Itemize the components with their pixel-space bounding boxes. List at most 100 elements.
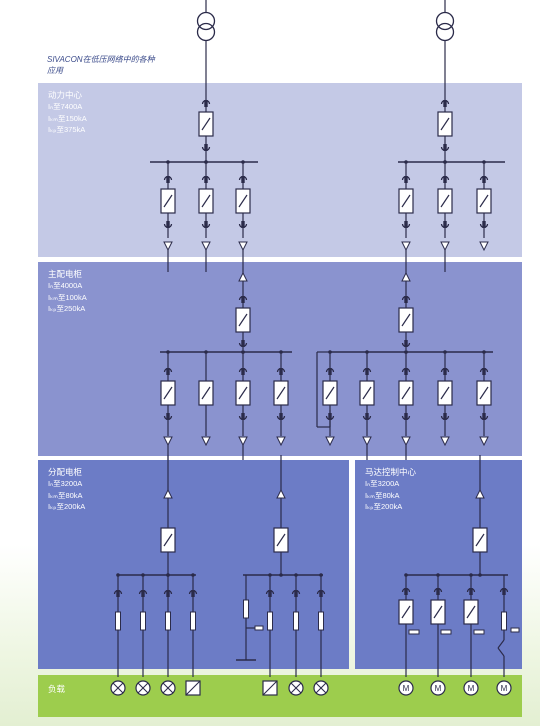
draw-out-contact bbox=[325, 367, 335, 375]
draw-out-contact bbox=[440, 144, 450, 152]
contact-pin bbox=[294, 590, 298, 597]
draw-out-contact bbox=[201, 99, 211, 107]
contact-pin bbox=[204, 100, 208, 107]
contact-pin bbox=[204, 221, 208, 228]
circuit-breaker bbox=[398, 380, 414, 406]
fuse bbox=[115, 611, 121, 631]
breaker-blade bbox=[276, 533, 286, 547]
circuit-breaker bbox=[398, 307, 414, 333]
breaker-blade bbox=[475, 533, 485, 547]
motor-control-spec-1: Iₙ至3200A bbox=[365, 479, 400, 488]
draw-out-contact bbox=[362, 367, 372, 375]
fuse bbox=[140, 611, 146, 631]
contact-pin bbox=[443, 413, 447, 420]
breaker-blade bbox=[276, 386, 286, 400]
draw-out-contact bbox=[499, 587, 509, 595]
circuit-breaker bbox=[476, 188, 492, 214]
circuit-breaker bbox=[398, 188, 414, 214]
lamp-cross bbox=[137, 682, 149, 694]
power-center-spec-1: Iₙ至7400A bbox=[48, 102, 83, 111]
draw-out-contact bbox=[401, 340, 411, 348]
junction-dot bbox=[166, 350, 170, 354]
contact-pin bbox=[436, 588, 440, 595]
contact-pin bbox=[319, 590, 323, 597]
junction-dot bbox=[141, 573, 145, 577]
transformer-primary bbox=[196, 11, 216, 31]
drive-icon bbox=[185, 680, 201, 696]
draw-out-contact bbox=[238, 175, 248, 183]
feeder-arrow-up bbox=[475, 488, 485, 499]
draw-out-contact bbox=[401, 221, 411, 229]
main-distribution-spec-2: Iₖₘ至100kA bbox=[48, 292, 87, 302]
breaker-blade bbox=[163, 533, 173, 547]
contact-pin bbox=[443, 221, 447, 228]
junction-dot bbox=[319, 573, 323, 577]
drive-diagonal bbox=[185, 680, 201, 696]
lamp-cross bbox=[290, 682, 302, 694]
contact-pin bbox=[482, 176, 486, 183]
feeder-arrow-down bbox=[401, 436, 411, 447]
motor-label: M bbox=[403, 684, 410, 693]
motor-circle bbox=[398, 680, 414, 696]
draw-out-contact bbox=[238, 413, 248, 421]
breaker-blade bbox=[440, 117, 450, 131]
contact-pin bbox=[279, 368, 283, 375]
draw-out-contact bbox=[440, 367, 450, 375]
wire bbox=[497, 639, 505, 649]
lamp-cross bbox=[162, 682, 174, 694]
circuit-breaker bbox=[437, 111, 453, 137]
contact-pin bbox=[268, 590, 272, 597]
circuit-breaker bbox=[235, 307, 251, 333]
circuit-breaker bbox=[273, 527, 289, 553]
contact-pin bbox=[204, 176, 208, 183]
draw-out-contact bbox=[401, 413, 411, 421]
breaker-blade bbox=[362, 386, 372, 400]
motor-circle bbox=[463, 680, 479, 696]
junction-dot bbox=[294, 573, 298, 577]
contact-pin bbox=[241, 176, 245, 183]
circuit-breaker bbox=[430, 599, 446, 625]
circuit-breaker bbox=[235, 188, 251, 214]
breaker-blade bbox=[238, 313, 248, 327]
draw-out-contact bbox=[265, 589, 275, 597]
motor-control-spec-2: Iₖₘ至80kA bbox=[365, 490, 400, 500]
contact-pin bbox=[404, 296, 408, 303]
overload-relay bbox=[510, 627, 520, 633]
drive-icon bbox=[262, 680, 278, 696]
feeder-arrow-down bbox=[401, 241, 411, 252]
breaker-blade bbox=[238, 194, 248, 208]
feeder-arrow-down bbox=[201, 241, 211, 252]
circuit-breaker bbox=[198, 380, 214, 406]
junction-dot bbox=[241, 160, 245, 164]
circuit-breaker bbox=[322, 380, 338, 406]
draw-out-contact bbox=[201, 175, 211, 183]
draw-out-contact bbox=[440, 413, 450, 421]
contact-pin bbox=[443, 368, 447, 375]
main-distribution-spec-1: Iₙ至4000A bbox=[48, 281, 83, 290]
circuit-breaker bbox=[273, 380, 289, 406]
draw-out-contact bbox=[479, 367, 489, 375]
junction-dot bbox=[241, 350, 245, 354]
breaker-blade bbox=[201, 117, 211, 131]
motor-icon: M bbox=[496, 680, 512, 696]
contact-pin bbox=[166, 221, 170, 228]
feeder-arrow-up bbox=[163, 488, 173, 499]
lamp-icon bbox=[110, 680, 126, 696]
junction-dot bbox=[443, 160, 447, 164]
feeder-arrow-down bbox=[238, 436, 248, 447]
feeder-arrow-down bbox=[163, 241, 173, 252]
contact-pin bbox=[166, 176, 170, 183]
contact-pin bbox=[404, 368, 408, 375]
feeder-arrow-down bbox=[163, 436, 173, 447]
feeder-arrow-down bbox=[479, 436, 489, 447]
feeder-arrow-up bbox=[276, 488, 286, 499]
draw-out-contact bbox=[276, 413, 286, 421]
motor-icon: M bbox=[430, 680, 446, 696]
draw-out-contact bbox=[291, 589, 301, 597]
draw-out-contact bbox=[440, 99, 450, 107]
main-distribution-panel bbox=[38, 262, 522, 456]
contact-pin bbox=[166, 590, 170, 597]
drive-diagonal bbox=[262, 680, 278, 696]
contact-pin bbox=[241, 296, 245, 303]
